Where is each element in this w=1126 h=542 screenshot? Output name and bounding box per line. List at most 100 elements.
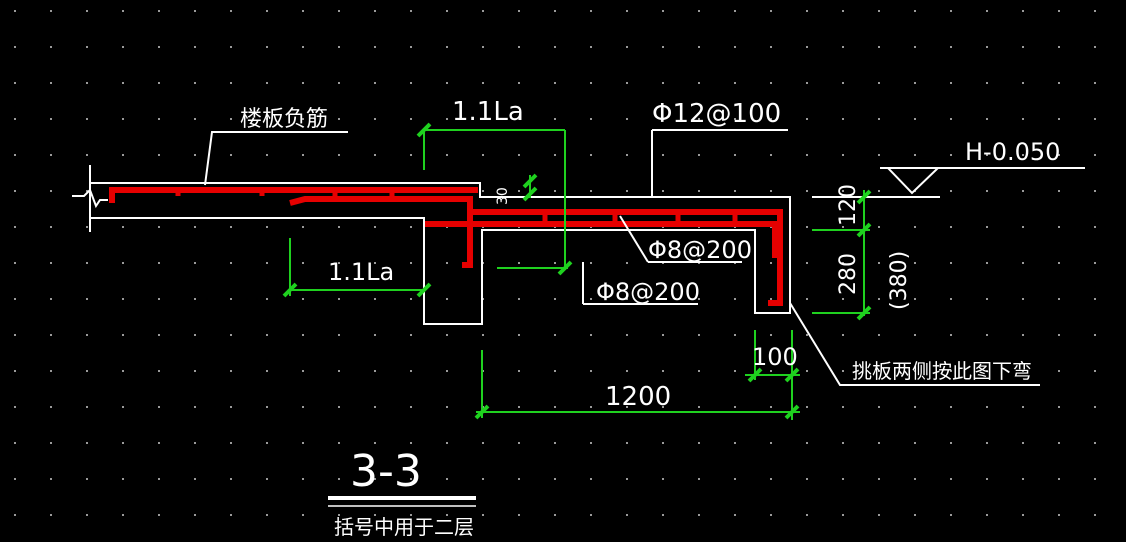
grid-dot	[1058, 406, 1060, 408]
label-dim-1200: 1200	[605, 382, 671, 412]
grid-dot	[662, 478, 664, 480]
grid-dot	[374, 334, 376, 336]
grid-dot	[1058, 46, 1060, 48]
grid-dot	[1094, 262, 1096, 264]
grid-dot	[230, 226, 232, 228]
grid-dot	[590, 82, 592, 84]
grid-dot	[590, 478, 592, 480]
grid-dot	[842, 82, 844, 84]
grid-dot	[14, 514, 16, 516]
labels: 楼板负筋 1.1La 1.1La Φ12@100 Φ8@200 Φ8@200 H…	[240, 97, 1060, 539]
grid-dot	[626, 514, 628, 516]
grid-dot	[878, 262, 880, 264]
grid-dot	[1094, 82, 1096, 84]
grid-dot	[986, 10, 988, 12]
grid-dot	[914, 262, 916, 264]
grid-dot	[842, 190, 844, 192]
grid-dot	[158, 262, 160, 264]
grid-dot	[86, 82, 88, 84]
grid-dot	[266, 82, 268, 84]
grid-dot	[1058, 370, 1060, 372]
grid-dot	[374, 118, 376, 120]
grid-dot	[50, 298, 52, 300]
grid-dot	[302, 46, 304, 48]
grid-dot	[230, 154, 232, 156]
grid-dot	[914, 370, 916, 372]
grid-dot	[302, 406, 304, 408]
grid-dot	[410, 514, 412, 516]
grid-dot	[50, 118, 52, 120]
grid-dot	[590, 298, 592, 300]
grid-dot	[482, 514, 484, 516]
grid-dot	[986, 298, 988, 300]
grid-dot	[158, 118, 160, 120]
grid-dot	[626, 82, 628, 84]
grid-dot	[266, 154, 268, 156]
grid-dot	[50, 406, 52, 408]
grid-dot	[1058, 478, 1060, 480]
grid-dot	[194, 46, 196, 48]
grid-dot	[86, 442, 88, 444]
grid-dot	[374, 262, 376, 264]
grid-dot	[410, 478, 412, 480]
grid-dot	[338, 118, 340, 120]
grid-dot	[734, 514, 736, 516]
grid-dot	[554, 298, 556, 300]
grid-dot	[1022, 190, 1024, 192]
grid-dot	[410, 334, 412, 336]
grid-dot	[914, 298, 916, 300]
grid-dot	[302, 298, 304, 300]
grid-dot	[266, 46, 268, 48]
grid-dot	[878, 334, 880, 336]
grid-dot	[590, 406, 592, 408]
grid-dot	[194, 406, 196, 408]
grid-dot	[266, 334, 268, 336]
grid-dot	[1094, 118, 1096, 120]
grid-dot	[1058, 226, 1060, 228]
grid-dot	[662, 370, 664, 372]
grid-dot	[878, 442, 880, 444]
grid-dot	[50, 262, 52, 264]
grid-dot	[158, 478, 160, 480]
grid-dot	[878, 190, 880, 192]
grid-dot	[1058, 262, 1060, 264]
grid-dot	[554, 46, 556, 48]
grid-dot	[158, 154, 160, 156]
grid-dot	[1094, 370, 1096, 372]
grid-dot	[302, 82, 304, 84]
rebar	[109, 187, 783, 306]
grid-dot	[590, 10, 592, 12]
grid-dot	[410, 118, 412, 120]
grid-dot	[1094, 406, 1096, 408]
grid-dot	[842, 370, 844, 372]
grid-dot	[986, 118, 988, 120]
grid-dot	[806, 46, 808, 48]
grid-dot	[266, 298, 268, 300]
grid-dot	[1058, 334, 1060, 336]
grid-dot	[158, 442, 160, 444]
grid-dot	[518, 10, 520, 12]
grid-dot	[1022, 334, 1024, 336]
grid-dot	[194, 334, 196, 336]
grid-dot	[14, 154, 16, 156]
grid-dot	[1022, 298, 1024, 300]
grid-dot	[230, 514, 232, 516]
grid-dot	[302, 442, 304, 444]
grid-dot	[1022, 82, 1024, 84]
grid-dot	[86, 118, 88, 120]
grid-dot	[986, 334, 988, 336]
grid-dot	[302, 514, 304, 516]
grid-dot	[734, 154, 736, 156]
grid-dot	[518, 118, 520, 120]
grid-dot	[554, 442, 556, 444]
label-elevation: H-0.050	[965, 138, 1060, 166]
grid-dot	[1058, 298, 1060, 300]
grid-dot	[626, 478, 628, 480]
grid-dot	[734, 442, 736, 444]
grid-dot	[878, 478, 880, 480]
grid-dot	[1058, 442, 1060, 444]
grid-dot	[914, 82, 916, 84]
grid-dot	[14, 226, 16, 228]
grid-dot	[338, 46, 340, 48]
